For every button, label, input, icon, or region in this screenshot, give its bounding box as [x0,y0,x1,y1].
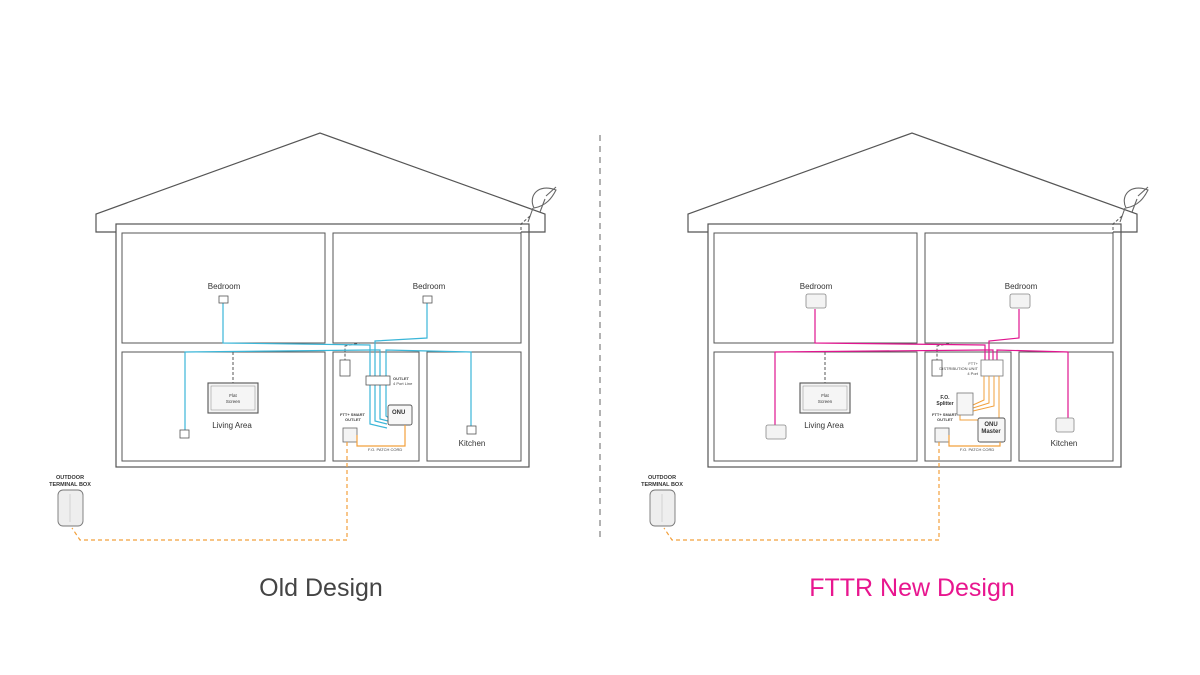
old-terminal-label-1: OUTDOOR [56,475,84,481]
flat-screen-tv [799,382,851,414]
onu-label: ONU [392,410,405,416]
satellite-dish-icon [527,186,557,223]
room-utility [924,351,1012,462]
fttr-fiber-cables [774,309,1069,425]
old-bedroom-right-label: Bedroom [413,282,446,291]
tv-screen [802,385,848,411]
fo-splitter [956,392,974,416]
ethernet-socket-kitchen [466,425,477,435]
old-kitchen-label: Kitchen [459,439,486,448]
house-walls [115,223,530,468]
smart-outlet-label-2: OUTLET [345,417,362,422]
fiber-drop-cable [663,442,940,541]
old-design-title: Old Design [259,574,383,602]
flat-screen-label-2: Screen [818,399,833,404]
roof [95,132,546,233]
fttr-distribution-unit [980,359,1004,377]
satellite-socket [931,359,943,377]
flat-screen-label-1: Flat [229,393,237,398]
old-design-house: OUTLET 4 Port Line ONU FTT+ SMART OUTLET… [49,132,557,541]
four-port-outlet [365,375,391,386]
new-bedroom-left-label: Bedroom [800,282,833,291]
new-living-area-label: Living Area [804,421,844,430]
onu-router [387,404,413,426]
splitter-label-1: F.O. [940,395,950,401]
smart-outlet [934,427,950,443]
satellite-cable [344,215,531,360]
fttr-unit-kitchen [1055,417,1075,433]
new-kitchen-label: Kitchen [1051,439,1078,448]
room-kitchen [426,351,522,462]
fiber-patch-cord [948,435,1001,447]
onu-master-label-1: ONU [984,422,997,428]
smart-outlet-label-1: FTT+ SMART [932,412,958,417]
flat-screen-label-2: Screen [226,399,241,404]
distribution-label-2: DISTRIBUTION UNIT [939,366,978,371]
fiber-drop-cable [71,442,348,541]
fttr-unit-bedroom-left [805,293,827,309]
fiber-patch-cord [356,425,406,447]
outlet-label-2: 4 Port Line [393,381,413,386]
satellite-socket [339,359,351,377]
new-design-title: FTTR New Design [809,574,1015,602]
outdoor-terminal-box [57,489,84,527]
old-living-area-label: Living Area [212,421,252,430]
room-utility [332,351,420,462]
ethernet-socket-living [179,429,190,439]
ethernet-socket-bedroom-right [422,295,433,304]
smart-outlet [342,427,358,443]
smart-outlet-label-1: FTT+ SMART [340,412,366,417]
new-bedroom-right-label: Bedroom [1005,282,1038,291]
outlet-label-1: OUTLET [393,376,410,381]
patch-cord-label: F.O. PATCH CORD [368,447,402,452]
fttr-unit-bedroom-right [1009,293,1031,309]
distribution-label-3: 4 Port [967,371,979,376]
flat-screen-tv [207,382,259,414]
satellite-dish-icon [1119,186,1149,223]
patch-cord-label: F.O. PATCH CORD [960,447,994,452]
smart-outlet-label-2: OUTLET [937,417,954,422]
onu-master-label-2: Master [981,429,1001,435]
house-walls [707,223,1122,468]
old-terminal-label-2: TERMINAL BOX [49,482,91,488]
new-design-house: FTT+ DISTRIBUTION UNIT 4 Port F.O. Split… [641,132,1149,541]
ethernet-socket-bedroom-left [218,295,229,304]
new-terminal-label-1: OUTDOOR [648,475,676,481]
splitter-label-2: Splitter [936,401,953,407]
old-bedroom-left-label: Bedroom [208,282,241,291]
outdoor-terminal-box [649,489,676,527]
new-terminal-label-2: TERMINAL BOX [641,482,683,488]
satellite-cable [936,215,1123,360]
flat-screen-label-1: Flat [821,393,829,398]
fttr-unit-living [765,424,787,440]
distribution-label-1: FTT+ [968,361,978,366]
roof [687,132,1138,233]
onu-master [977,417,1006,443]
tv-screen [210,385,256,411]
